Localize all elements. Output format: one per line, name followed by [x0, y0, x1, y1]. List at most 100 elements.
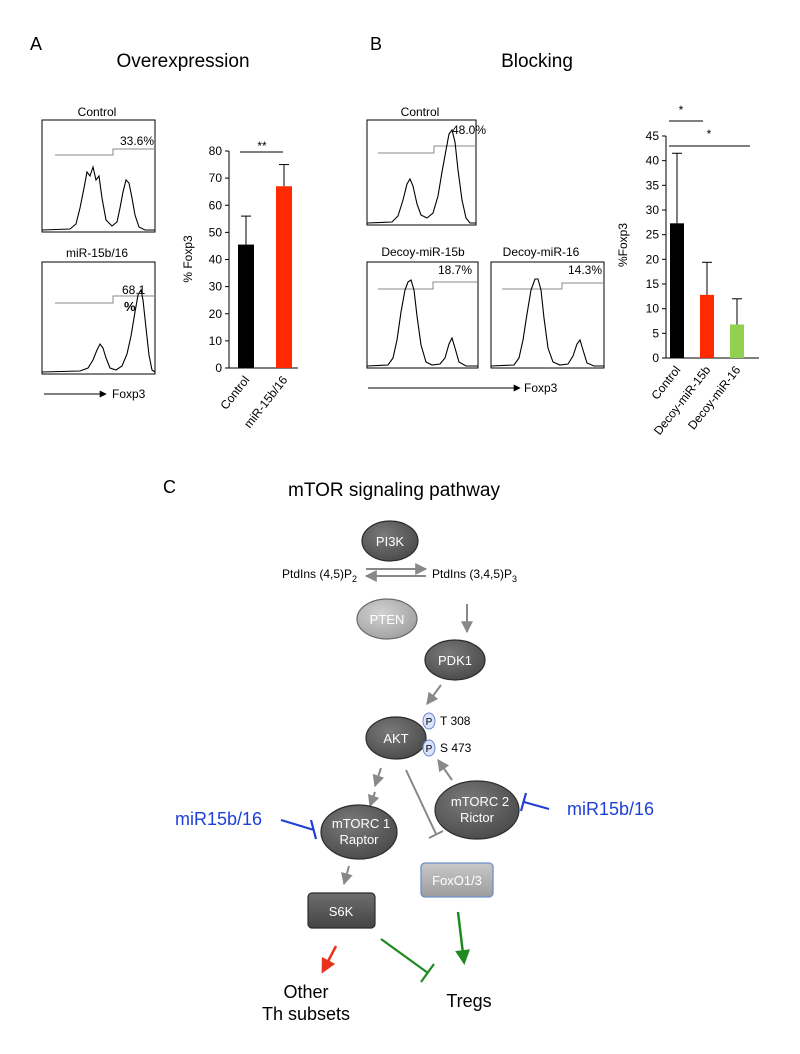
- histogram-b-decoy16: Decoy-miR-16 14.3%: [490, 245, 605, 369]
- pdk1-node: PDK1: [424, 639, 486, 681]
- mtorc2-node: mTORC 2 Rictor: [434, 780, 520, 840]
- s6k-inhibits-tregs: [380, 938, 429, 974]
- histogram-a-mir-pct-unit: %: [124, 299, 136, 314]
- s6k-to-other-arrow: [321, 945, 338, 974]
- akt-node: AKT: [365, 716, 427, 760]
- y-tick-label: 10: [209, 334, 223, 348]
- bar-1: [276, 186, 292, 368]
- panel-c-letter: C: [163, 477, 176, 497]
- histogram-b-control-pct: 48.0%: [452, 123, 486, 137]
- y-tick-label: 70: [209, 171, 223, 185]
- mtorc1-node: mTORC 1 Raptor: [320, 804, 398, 860]
- bar-2: [730, 324, 744, 358]
- phospho-t308: P T 308: [422, 712, 471, 730]
- pten-label: PTEN: [370, 612, 405, 627]
- y-tick-label: 30: [646, 203, 660, 217]
- foxo-label: FoxO1/3: [432, 873, 482, 888]
- histogram-b-decoy15b-label: Decoy-miR-15b: [381, 245, 465, 259]
- tregs-label: Tregs: [446, 991, 491, 1011]
- y-tick-label: 80: [209, 144, 223, 158]
- akt-to-mtorc1-arrow-1: [372, 767, 385, 788]
- bar-chart-b-significance-1: *: [679, 103, 684, 117]
- foxp3-axis-label-b: Foxp3: [524, 381, 558, 395]
- panel-c-title: mTOR signaling pathway: [288, 480, 500, 501]
- mtorc1-label-1: mTORC 1: [332, 816, 390, 831]
- pip3-label: PtdIns (3,4,5)P3: [432, 567, 517, 584]
- y-tick-label: 0: [215, 361, 222, 375]
- histogram-b-decoy16-pct: 14.3%: [568, 263, 602, 277]
- mir-left-label: miR15b/16: [175, 809, 262, 829]
- mir-right-label: miR15b/16: [567, 799, 654, 819]
- y-tick-label: 25: [646, 228, 660, 242]
- pdk1-label: PDK1: [438, 653, 472, 668]
- other-th-label-2: Th subsets: [262, 1004, 350, 1024]
- phospho-s473: P S 473: [422, 739, 472, 757]
- foxp3-axis-label-a: Foxp3: [112, 387, 146, 401]
- y-tick-label: 60: [209, 198, 223, 212]
- bar-chart-a-ylabel: % Foxp3: [181, 235, 195, 283]
- pip2-label: PtdIns (4,5)P2: [282, 567, 357, 584]
- y-tick-label: 40: [209, 253, 223, 267]
- y-tick-label: 15: [646, 277, 660, 291]
- bar-1: [700, 294, 714, 358]
- s473-label: S 473: [440, 741, 472, 755]
- histogram-b-control-label: Control: [401, 105, 440, 119]
- bar-chart-b-ticks: 0 5 10 15 20 25 30 35 40 45: [646, 129, 666, 365]
- panel-b-title: Blocking: [501, 51, 573, 72]
- y-tick-label: 0: [652, 351, 659, 365]
- s6k-node: S6K: [307, 892, 376, 929]
- panel-a-letter: A: [30, 34, 42, 54]
- category-label-0: Control: [218, 373, 253, 412]
- mtorc1-to-s6k-arrow: [341, 865, 353, 886]
- histogram-b-decoy16-label: Decoy-miR-16: [503, 245, 580, 259]
- histogram-a-mir-label: miR-15b/16: [66, 246, 128, 260]
- pten-node: PTEN: [356, 598, 418, 640]
- histogram-a-mir-pct-value: 68.1: [122, 283, 146, 297]
- y-tick-label: 35: [646, 178, 660, 192]
- mtorc1-label-2: Raptor: [339, 832, 379, 847]
- akt-label: AKT: [383, 731, 408, 746]
- y-tick-label: 45: [646, 129, 660, 143]
- y-tick-label: 30: [209, 280, 223, 294]
- panel-a-title: Overexpression: [116, 51, 249, 72]
- y-tick-label: 20: [646, 252, 660, 266]
- mtorc2-label-1: mTORC 2: [451, 794, 509, 809]
- other-th-label-1: Other: [283, 982, 328, 1002]
- histogram-a-control-label: Control: [78, 105, 117, 119]
- histogram-a-control: Control 33.6%: [41, 105, 156, 233]
- histogram-b-decoy15b-pct: 18.7%: [438, 263, 472, 277]
- mtorc2-to-akt-arrow: [437, 759, 453, 781]
- panel-b-letter: B: [370, 34, 382, 54]
- histogram-b-decoy15b-trace: [366, 279, 478, 367]
- bar-chart-b-ylabel: %Foxp3: [616, 223, 630, 267]
- y-tick-label: 20: [209, 307, 223, 321]
- histogram-a-mir: miR-15b/16 68.1 %: [41, 246, 156, 375]
- svg-text:P: P: [426, 744, 433, 755]
- svg-text:P: P: [426, 717, 433, 728]
- y-tick-label: 10: [646, 302, 660, 316]
- y-tick-label: 40: [646, 154, 660, 168]
- foxo-to-tregs-arrow: [455, 911, 471, 965]
- s6k-label: S6K: [329, 904, 354, 919]
- mtorc2-label-2: Rictor: [460, 810, 495, 825]
- y-tick-label: 5: [652, 326, 659, 340]
- histogram-b-control: Control 48.0%: [366, 105, 486, 226]
- bar-chart-a-significance: **: [257, 139, 267, 153]
- histogram-b-decoy15b: Decoy-miR-15b 18.7%: [366, 245, 479, 369]
- foxo-node: FoxO1/3: [420, 862, 494, 898]
- akt-to-mtorc1-arrow-2: [367, 791, 380, 808]
- t308-label: T 308: [440, 714, 471, 728]
- bar-chart-b: 0 5 10 15 20 25 30 35 40 45 ControlDecoy-miR-15bD…: [616, 103, 759, 438]
- histogram-a-control-pct: 33.6%: [120, 134, 154, 148]
- akt-inhibits-foxo: [405, 769, 437, 835]
- bar-chart-b-significance-2: *: [707, 127, 712, 141]
- pi3k-label: PI3K: [376, 534, 405, 549]
- histogram-a-control-trace: [41, 164, 155, 231]
- histogram-a-mir-trace: [41, 288, 156, 373]
- pi3k-node: PI3K: [361, 520, 419, 562]
- histogram-b-decoy16-trace: [490, 278, 604, 367]
- mir-left-inhibit: [280, 819, 315, 831]
- mir-right-inhibit: [523, 801, 550, 810]
